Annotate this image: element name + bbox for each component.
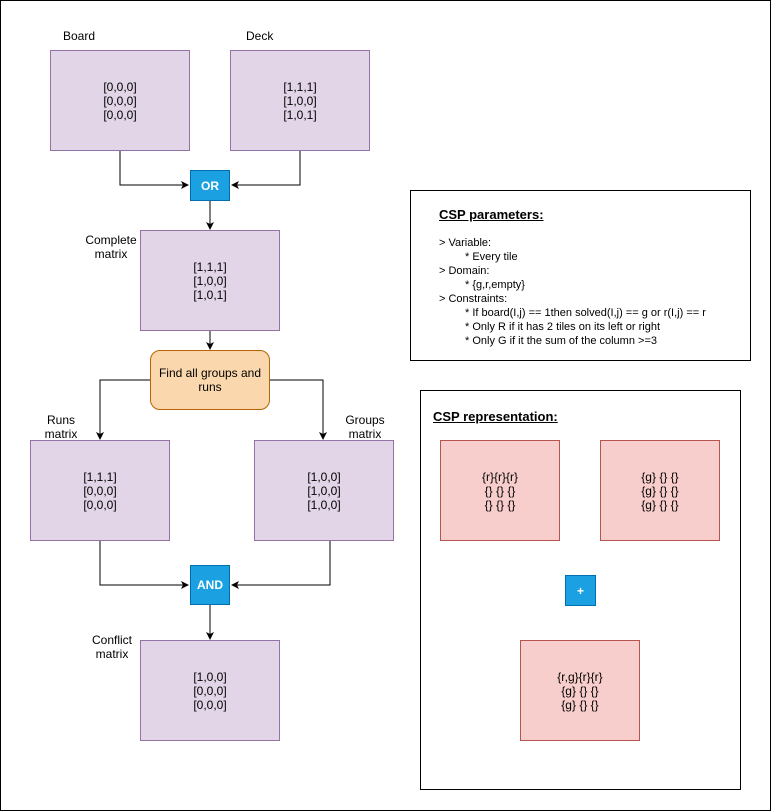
domain-row: {r,g}{r}{r} xyxy=(557,669,603,684)
domain-row: {g} {} {} xyxy=(641,497,679,512)
label-line: Conflict xyxy=(91,633,132,647)
edge-find-to-groups xyxy=(270,379,327,440)
csp-representation-title: CSP representation: xyxy=(433,409,558,424)
edge-find-to-runs xyxy=(96,379,150,440)
plus-operator: + xyxy=(565,575,596,606)
runs-matrix-box: [1,1,1] [0,0,0] [0,0,0] xyxy=(30,440,170,541)
matrix-row: [0,0,0] xyxy=(83,483,117,498)
param-line: * Only R if it has 2 tiles on its left o… xyxy=(465,321,661,333)
matrix-row: [1,1,1] xyxy=(193,259,227,274)
csp-combined-domain-box: {r,g}{r}{r} {g} {} {} {g} {} {} xyxy=(520,640,640,741)
matrix-row: [1,0,0] xyxy=(193,669,227,684)
conflict-matrix-label: Conflict matrix xyxy=(86,633,138,661)
board-matrix-box: [0,0,0] [0,0,0] [0,0,0] xyxy=(50,50,190,151)
param-line: > Domain: xyxy=(439,265,490,277)
param-line: > Variable: xyxy=(439,237,492,249)
label-line: matrix xyxy=(94,247,128,261)
complete-matrix-label: Complete matrix xyxy=(80,233,142,261)
find-groups-runs-step: Find all groups and runs xyxy=(150,350,270,410)
domain-row: {g} {} {} xyxy=(641,483,679,498)
edge-groups-to-and xyxy=(231,541,331,589)
label-line: matrix xyxy=(44,427,78,441)
find-text-line: runs xyxy=(198,380,222,394)
matrix-row: [0,0,0] xyxy=(193,683,227,698)
matrix-row: [0,0,0] xyxy=(193,697,227,712)
matrix-row: [1,1,1] xyxy=(83,469,117,484)
label-line: Runs xyxy=(46,413,75,427)
param-line: * {g,r,empty} xyxy=(465,279,525,291)
label-line: matrix xyxy=(95,647,129,661)
conflict-matrix-box: [1,0,0] [0,0,0] [0,0,0] xyxy=(140,640,280,741)
matrix-row: [0,0,0] xyxy=(83,497,117,512)
domain-row: {r}{r}{r} xyxy=(481,469,519,484)
matrix-row: [1,0,0] xyxy=(307,469,341,484)
matrix-row: [1,0,0] xyxy=(307,497,341,512)
csp-parameters-title: CSP parameters: xyxy=(439,207,544,222)
deck-label: Deck xyxy=(246,29,274,43)
and-operator: AND xyxy=(190,565,230,605)
edge-runs-to-and xyxy=(99,541,189,589)
domain-row: {} {} {} xyxy=(484,497,516,512)
label-line: Complete xyxy=(85,233,137,247)
matrix-row: [1,0,0] xyxy=(283,93,317,108)
label-line: Groups xyxy=(345,413,385,427)
csp-runs-domain-box: {r}{r}{r} {} {} {} {} {} {} xyxy=(440,440,560,541)
groups-matrix-label: Groups matrix xyxy=(340,413,390,441)
param-line: * Every tile xyxy=(465,251,518,263)
groups-matrix-box: [1,0,0] [1,0,0] [1,0,0] xyxy=(254,440,394,541)
edge-deck-to-or xyxy=(231,151,301,189)
domain-row: {} {} {} xyxy=(484,483,516,498)
find-text-line: Find all groups and xyxy=(158,366,262,380)
domain-row: {g} {} {} xyxy=(561,683,599,698)
matrix-row: [1,0,0] xyxy=(307,483,341,498)
matrix-row: [1,0,1] xyxy=(283,107,317,122)
matrix-row: [1,0,0] xyxy=(193,273,227,288)
domain-row: {g} {} {} xyxy=(561,697,599,712)
edge-board-to-or xyxy=(119,151,189,189)
csp-parameters-panel: CSP parameters: > Variable: * Every tile… xyxy=(410,190,751,361)
label-line: matrix xyxy=(348,427,382,441)
matrix-row: [0,0,0] xyxy=(103,93,137,108)
board-label: Board xyxy=(63,29,96,43)
or-operator: OR xyxy=(190,170,230,201)
domain-row: {g} {} {} xyxy=(641,469,679,484)
param-line: > Constraints: xyxy=(439,293,508,305)
csp-groups-domain-box: {g} {} {} {g} {} {} {g} {} {} xyxy=(600,440,720,541)
matrix-row: [1,1,1] xyxy=(283,79,317,94)
param-line: * Only G if it the sum of the column >=3 xyxy=(465,335,657,347)
param-line: * If board(I,j) == 1then solved(I,j) == … xyxy=(465,307,706,319)
matrix-row: [1,0,1] xyxy=(193,287,227,302)
deck-matrix-box: [1,1,1] [1,0,0] [1,0,1] xyxy=(230,50,370,151)
matrix-row: [0,0,0] xyxy=(103,107,137,122)
matrix-row: [0,0,0] xyxy=(103,79,137,94)
complete-matrix-box: [1,1,1] [1,0,0] [1,0,1] xyxy=(140,230,280,331)
runs-matrix-label: Runs matrix xyxy=(40,413,82,441)
